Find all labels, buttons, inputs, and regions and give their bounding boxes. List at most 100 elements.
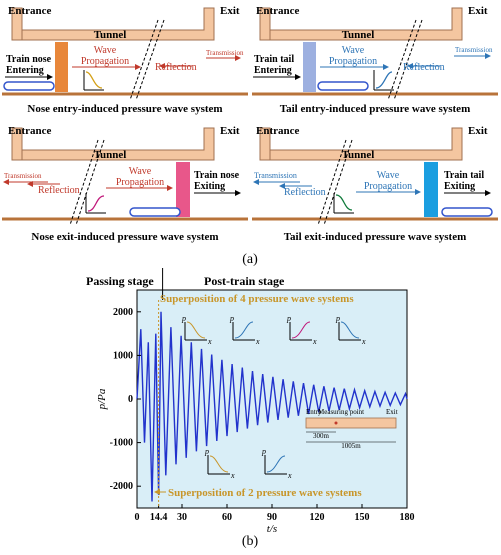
label-a: (a) <box>242 252 258 267</box>
svg-text:x: x <box>287 471 292 480</box>
wave-inset-icon <box>85 193 106 214</box>
tunnel-label: Tunnel <box>342 29 375 41</box>
reflection-label: Reflection <box>155 62 197 73</box>
train-icon <box>129 207 181 217</box>
x-tick-label: 0 <box>135 512 140 523</box>
train-label-line2: Exiting <box>194 181 225 192</box>
train-label-line2: Entering <box>254 65 292 76</box>
train-label-line1: Train nose <box>6 54 52 65</box>
entrance-label: Entrance <box>8 5 52 17</box>
entrance-label: Entrance <box>256 125 300 137</box>
reflection-label: Reflection <box>38 185 80 196</box>
svg-text:p: p <box>181 314 186 323</box>
train-icon <box>3 81 55 91</box>
svg-text:x: x <box>230 471 235 480</box>
x-tick-label: 150 <box>355 512 370 523</box>
y-tick-label: 1000 <box>113 350 133 361</box>
tunnel-label: Tunnel <box>342 149 375 161</box>
svg-text:x: x <box>361 337 366 346</box>
train-icon <box>441 207 493 217</box>
wave-label-line1: Wave <box>342 45 365 56</box>
label-b: (b) <box>242 534 259 549</box>
annotation-top: Superposition of 4 pressure wave systems <box>160 293 354 305</box>
mini-wave-icons: p x p x p x p x p x p x <box>181 314 366 480</box>
inset-entry-label: Entry <box>306 408 322 416</box>
exit-label: Exit <box>220 125 240 137</box>
svg-text:p: p <box>335 314 340 323</box>
panel-tail-exit: Entrance Tunnel Exit Transmission Reflec… <box>252 125 498 243</box>
wave-label-line1: Wave <box>377 170 400 181</box>
pressure-signal <box>136 311 408 502</box>
svg-text:x: x <box>207 337 212 346</box>
wave-inset-icon <box>373 70 394 91</box>
train-label-line2: Exiting <box>444 181 475 192</box>
svg-text:p: p <box>286 314 291 323</box>
panel-tail-entry: Entrance Tunnel Exit Train tail Entering… <box>252 5 498 115</box>
inset-1005m-label: 1005m <box>341 442 361 450</box>
inset-measuring-label: Measuring point <box>318 408 364 416</box>
train-icon <box>317 81 369 91</box>
transmission-label: Transmission <box>254 171 297 180</box>
exit-label: Exit <box>468 125 488 137</box>
x-tick-label: 120 <box>310 512 325 523</box>
plot-area <box>136 289 408 509</box>
entrance-label: Entrance <box>8 125 52 137</box>
train-label-line2: Entering <box>6 65 44 76</box>
x-axis-ticks: 0 14.4 30 60 90 120 150 180 <box>135 504 415 523</box>
wave-label-line1: Wave <box>129 166 152 177</box>
train-label-line1: Train tail <box>444 170 484 181</box>
caption: Tail entry-induced pressure wave system <box>280 103 470 115</box>
caption: Nose entry-induced pressure wave system <box>27 103 222 115</box>
x-axis-label: t/s <box>267 523 277 535</box>
transmission-label: Transmission <box>455 46 493 54</box>
panel-nose-entry: Entrance Tunnel Exit Train nose Entering… <box>2 5 248 115</box>
wave-inset-icon <box>83 70 104 91</box>
wave-label-line1: Wave <box>94 45 117 56</box>
annotation-bottom: Superposition of 2 pressure wave systems <box>168 487 362 499</box>
x-tick-label: 90 <box>267 512 277 523</box>
wave-label-line2: Propagation <box>116 177 164 188</box>
wave-inset-icon <box>333 193 354 214</box>
tunnel-label: Tunnel <box>94 149 127 161</box>
svg-text:x: x <box>312 337 317 346</box>
tunnel-label: Tunnel <box>94 29 127 41</box>
wave-label-line2: Propagation <box>329 56 377 67</box>
y-tick-label: -1000 <box>110 438 133 449</box>
tunnel-inset: Entry Measuring point Exit 300m 1005m <box>305 408 398 450</box>
pressure-chart: 0 14.4 30 60 90 120 150 180 2000 1000 0 -1000 -2000… <box>86 268 415 535</box>
y-tick-label: -2000 <box>110 481 133 492</box>
transmission-label: Transmission <box>4 172 42 180</box>
inset-exit-label: Exit <box>386 408 398 416</box>
transmission-label: Transmission <box>206 49 244 57</box>
svg-text:x: x <box>255 337 260 346</box>
caption: Nose exit-induced pressure wave system <box>31 231 218 243</box>
wave-label-line2: Propagation <box>81 56 129 67</box>
stage-left-label: Passing stage <box>86 274 154 288</box>
svg-text:p: p <box>261 447 266 456</box>
stage-right-label: Post-train stage <box>204 274 285 288</box>
y-tick-label: 0 <box>128 394 133 405</box>
exit-label: Exit <box>468 5 488 17</box>
train-label-line1: Train nose <box>194 170 240 181</box>
wave-label-line2: Propagation <box>364 181 412 192</box>
reflection-label: Reflection <box>284 187 326 198</box>
inset-300m-label: 300m <box>313 432 330 440</box>
x-tick-label: 180 <box>400 512 415 523</box>
y-axis-ticks: 2000 1000 0 -1000 -2000 <box>110 307 141 492</box>
caption: Tail exit-induced pressure wave system <box>284 231 467 243</box>
svg-text:p: p <box>204 447 209 456</box>
x-tick-label: 60 <box>222 512 232 523</box>
x-tick-label: 14.4 <box>150 512 168 523</box>
x-tick-label: 30 <box>177 512 187 523</box>
series-line <box>136 311 408 502</box>
entrance-label: Entrance <box>256 5 300 17</box>
svg-text:p: p <box>229 314 234 323</box>
y-axis-label: p/Pa <box>96 388 108 410</box>
y-tick-label: 2000 <box>113 307 133 318</box>
exit-label: Exit <box>220 5 240 17</box>
reflection-label: Reflection <box>403 62 445 73</box>
train-label-line1: Train tail <box>254 54 294 65</box>
panel-nose-exit: Entrance Tunnel Exit Transmission Reflec… <box>2 125 248 243</box>
